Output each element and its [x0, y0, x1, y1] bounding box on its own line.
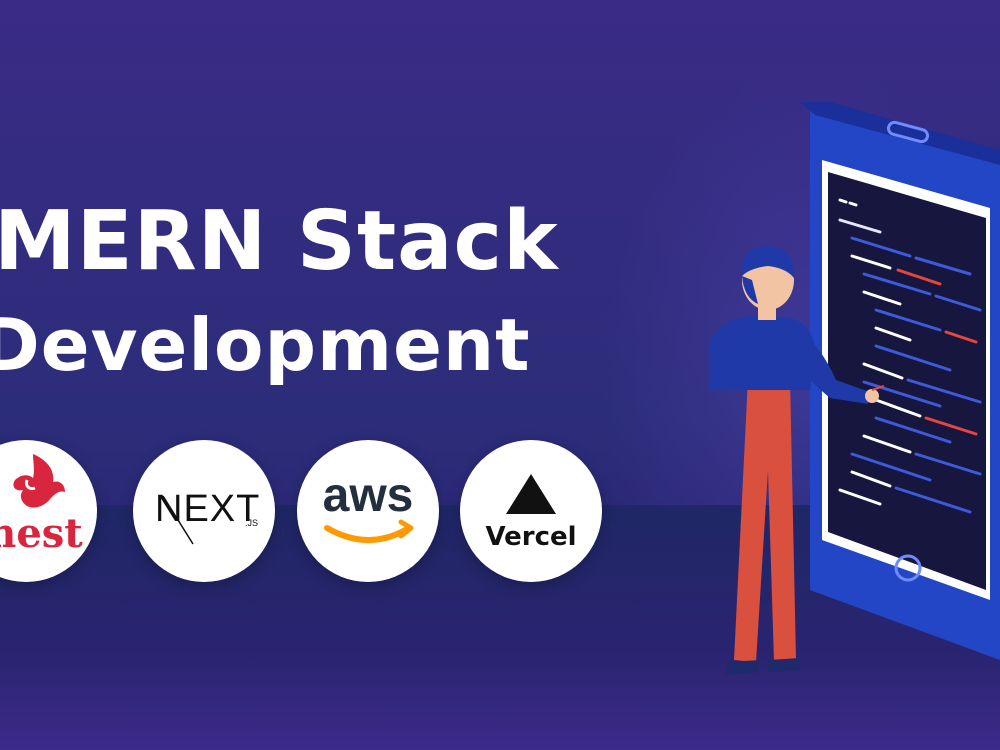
nextjs-logo-badge: NEXT .JS	[133, 440, 275, 582]
nextjs-logo-label: NEXT	[155, 488, 261, 530]
tablet-device	[800, 102, 1000, 660]
banner-title-line-1: MERN Stack	[0, 194, 559, 289]
vercel-logo-badge: Vercel	[460, 440, 602, 582]
nest-logo-label: nest	[0, 510, 83, 557]
aws-smile-icon	[324, 519, 414, 543]
vercel-logo-label: Vercel	[485, 522, 577, 552]
banner-title-line-2: Development	[0, 303, 531, 387]
nest-logo-badge: nest	[0, 440, 97, 582]
aws-logo-badge: aws	[297, 440, 439, 582]
code-lines	[838, 198, 982, 514]
developer-person	[710, 246, 885, 674]
aws-logo-label: aws	[322, 469, 414, 522]
nest-logo-icon	[13, 454, 65, 508]
nextjs-logo-icon	[162, 495, 194, 545]
nextjs-logo-suffix: .JS	[245, 518, 259, 528]
vercel-triangle-icon	[506, 474, 556, 514]
developer-at-tablet-icon	[710, 102, 1000, 674]
